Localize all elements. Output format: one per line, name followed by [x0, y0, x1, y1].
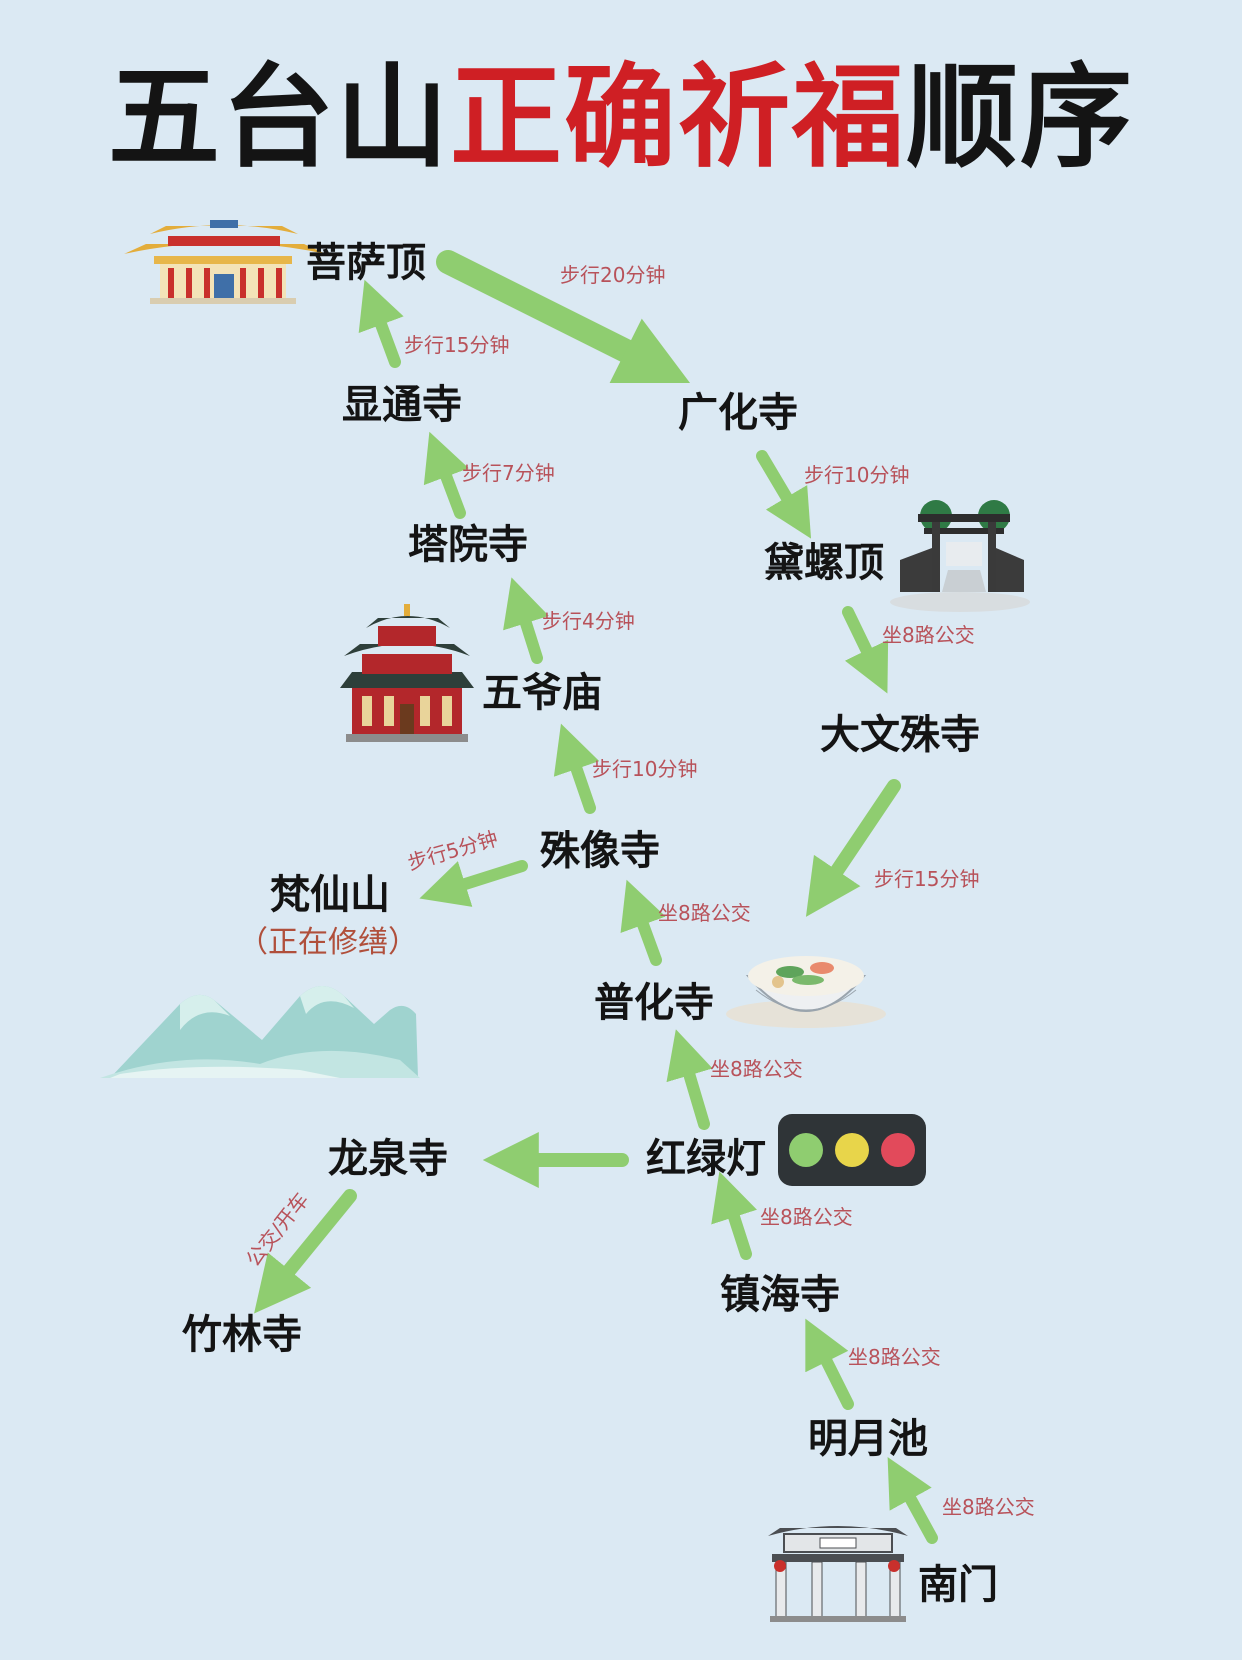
fanxianshan-note: （正在修缮） — [238, 925, 418, 960]
node-wuyemiao: 五爷庙 — [482, 670, 602, 716]
mountain-icon — [100, 986, 420, 1078]
arrow-xiantong-pusa — [358, 279, 404, 368]
node-fanxianshan: 梵仙山 — [270, 872, 390, 918]
arrow-zhenhai-hongludeng — [711, 1171, 757, 1260]
node-zhulinsi: 竹林寺 — [182, 1312, 302, 1358]
arrow-guanghua-dailuo — [756, 450, 812, 539]
node-guanghuasi: 广化寺 — [678, 390, 798, 436]
gate-archway-icon — [768, 1526, 908, 1622]
node-dailuoding: 黛螺顶 — [764, 540, 884, 586]
node-nanmen: 南门 — [918, 1562, 998, 1608]
node-dawenshusi: 大文殊寺 — [820, 712, 980, 758]
edge-label-nanmen-mingyue: 坐8路公交 — [942, 1495, 1035, 1519]
node-xiantongsi: 显通寺 — [342, 382, 462, 428]
arrow-wuye-tayuan — [503, 577, 549, 664]
torii-gate-icon — [890, 500, 1030, 612]
edge-label-wuye-tayuan: 步行4分钟 — [542, 609, 635, 633]
node-mingyuechi: 明月池 — [808, 1416, 928, 1462]
arrow-longquan-zhulin — [254, 1189, 357, 1314]
arrow-shuxiang-fanxian — [419, 860, 528, 907]
page-title: 五台山正确祈福顺序 — [0, 62, 1242, 174]
arrow-pusa-guanghua — [436, 250, 691, 384]
title-part-1: 五台山 — [108, 52, 450, 183]
edge-label-puhua-shuxiang: 坐8路公交 — [658, 901, 751, 925]
arrow-dailuo-dawenshu — [842, 606, 889, 694]
arrow-puhua-shuxiang — [620, 879, 666, 966]
node-zhenhaisi: 镇海寺 — [720, 1272, 840, 1318]
edge-label-shuxiang-fanxian: 步行5分钟 — [405, 826, 501, 875]
edge-label-hongludeng-puhua: 坐8路公交 — [710, 1057, 803, 1081]
node-shuxiangsi: 殊像寺 — [540, 828, 660, 874]
node-hongludeng: 红绿灯 — [646, 1136, 766, 1182]
arrow-shuxiang-wuye — [553, 723, 600, 814]
edge-label-shuxiang-wuye: 步行10分钟 — [592, 757, 697, 781]
pagoda-temple-icon — [340, 604, 474, 742]
arrow-mingyue-zhenhai — [805, 1318, 854, 1410]
edge-label-zhenhai-hongludeng: 坐8路公交 — [760, 1205, 853, 1229]
temple-icon — [124, 220, 326, 304]
edge-label-mingyue-zhenhai: 坐8路公交 — [848, 1345, 941, 1369]
arrow-dawenshu-puhua — [805, 779, 901, 917]
node-pusading: 菩萨顶 — [306, 240, 426, 286]
node-tayuansi: 塔院寺 — [408, 522, 528, 568]
edge-label-xiantong-pusa: 步行15分钟 — [404, 333, 509, 357]
edge-label-tayuan-xiantong: 步行7分钟 — [462, 461, 555, 485]
title-part-3: 顺序 — [906, 52, 1134, 183]
edge-label-dailuo-dawenshu: 坐8路公交 — [882, 623, 975, 647]
node-puhuasi: 普化寺 — [594, 980, 714, 1026]
edge-label-dawenshu-puhua: 步行15分钟 — [874, 867, 979, 891]
arrow-nanmen-mingyue — [887, 1457, 938, 1544]
node-longquansi: 龙泉寺 — [328, 1136, 448, 1182]
arrow-tayuan-xiantong — [423, 431, 469, 519]
arrow-hongludeng-puhua — [666, 1029, 713, 1130]
edge-label-pusa-guanghua: 步行20分钟 — [560, 263, 665, 287]
edge-label-guanghua-dailuo: 步行10分钟 — [804, 463, 909, 487]
title-part-2: 正确祈福 — [450, 52, 906, 183]
traffic-light-icon — [778, 1114, 926, 1186]
noodle-bowl-icon — [726, 956, 886, 1028]
